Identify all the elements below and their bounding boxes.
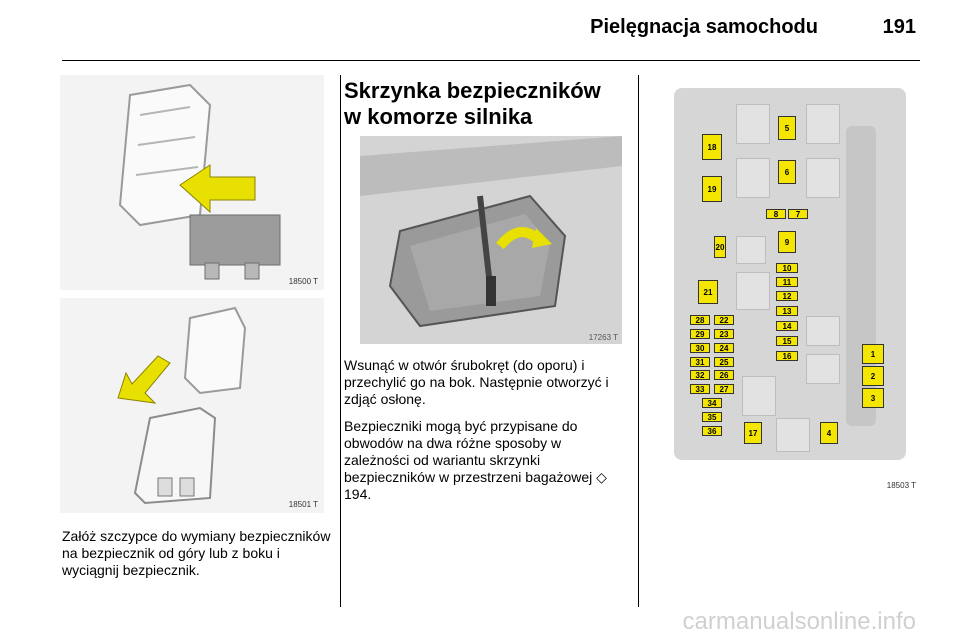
relay-slot [806, 316, 840, 346]
fuse-2: 2 [862, 366, 884, 386]
fuse-33: 33 [690, 384, 710, 394]
screwdriver-shaft [477, 195, 493, 287]
fuse-29: 29 [690, 329, 710, 339]
fuse-6: 6 [778, 160, 796, 184]
fuse-puller-side-illustration [117, 306, 247, 505]
fuse-1: 1 [862, 344, 884, 364]
relay-slot [742, 376, 776, 416]
fuse-3: 3 [862, 388, 884, 408]
fuse-12: 12 [776, 291, 798, 301]
header-rule [62, 60, 920, 61]
relay-slot [736, 236, 766, 264]
fuse-35: 35 [702, 412, 722, 422]
page-number: 191 [882, 16, 916, 38]
fuse-18: 18 [702, 134, 722, 160]
fuse-24: 24 [714, 343, 734, 353]
page-reference[interactable]: 194. [344, 486, 372, 502]
fuse-11: 11 [776, 277, 798, 287]
relay-slot [806, 104, 840, 144]
fuse-21: 21 [698, 280, 718, 304]
relay-slot [776, 418, 810, 452]
fuse-10: 10 [776, 263, 798, 273]
relay-slot [736, 104, 770, 144]
figure-fuse-puller-side: 18501 T [60, 298, 324, 513]
arrow-left-icon [179, 164, 256, 214]
fuse-16: 16 [776, 351, 798, 361]
fuse-7: 7 [788, 209, 808, 219]
paragraph-2-text: Bezpieczniki mogą być przypisane do obwo… [344, 418, 593, 485]
section-title: Skrzynka bezpieczników w komorze silnika [344, 78, 624, 130]
figure-code: 18500 T [288, 277, 318, 286]
page-header-title: Pielęgnacja samochodu [590, 16, 818, 38]
relay-slot [736, 272, 770, 310]
section-title-line2: w komorze silnika [344, 104, 533, 129]
page-reference-icon: ◇ [596, 469, 607, 485]
column-divider-right [638, 75, 639, 607]
fuse-26: 26 [714, 370, 734, 380]
arrow-down-left-icon [117, 355, 171, 404]
fuse-20: 20 [714, 236, 726, 258]
section-title-line1: Skrzynka bezpieczników [344, 78, 601, 103]
figure-fuse-puller-top: 18500 T [60, 75, 324, 290]
fuse-34: 34 [702, 398, 722, 408]
watermark: carmanualsonline.info [682, 608, 916, 635]
fuse-puller-top-illustration [118, 83, 281, 280]
figure-engine-fusebox: 17263 T [360, 136, 622, 344]
engine-fusebox-illustration [360, 136, 622, 344]
fuse-14: 14 [776, 321, 798, 331]
relay-slot [736, 158, 770, 198]
fuse-23: 23 [714, 329, 734, 339]
fuse-25: 25 [714, 357, 734, 367]
figure-code: 17263 T [588, 333, 618, 342]
figure-code: 18501 T [288, 500, 318, 509]
fuse-9: 9 [778, 231, 796, 253]
fuse-31: 31 [690, 357, 710, 367]
fuse-13: 13 [776, 306, 798, 316]
fuse-28: 28 [690, 315, 710, 325]
relay-slot [806, 158, 840, 198]
figure-fusebox-layout: 18 19 5 6 8 7 20 9 10 11 12 13 14 15 16 … [658, 76, 920, 494]
fuse-17: 17 [744, 422, 762, 444]
fuse-5: 5 [778, 116, 796, 140]
fuse-8: 8 [766, 209, 786, 219]
fuse-4: 4 [820, 422, 838, 444]
fuse-32: 32 [690, 370, 710, 380]
fuse-22: 22 [714, 315, 734, 325]
fuse-27: 27 [714, 384, 734, 394]
fuse-15: 15 [776, 336, 798, 346]
fuse-19: 19 [702, 176, 722, 202]
relay-slot [806, 354, 840, 384]
figure-code: 18503 T [886, 481, 916, 490]
column-divider-left [340, 75, 341, 607]
paragraph-2: Bezpieczniki mogą być przypisane do obwo… [344, 418, 630, 503]
paragraph-1: Wsunąć w otwór śrubokręt (do oporu) i pr… [344, 357, 609, 407]
left-caption: Załóż szczypce do wymiany bezpieczników … [62, 528, 331, 578]
fuse-30: 30 [690, 343, 710, 353]
fuse-36: 36 [702, 426, 722, 436]
